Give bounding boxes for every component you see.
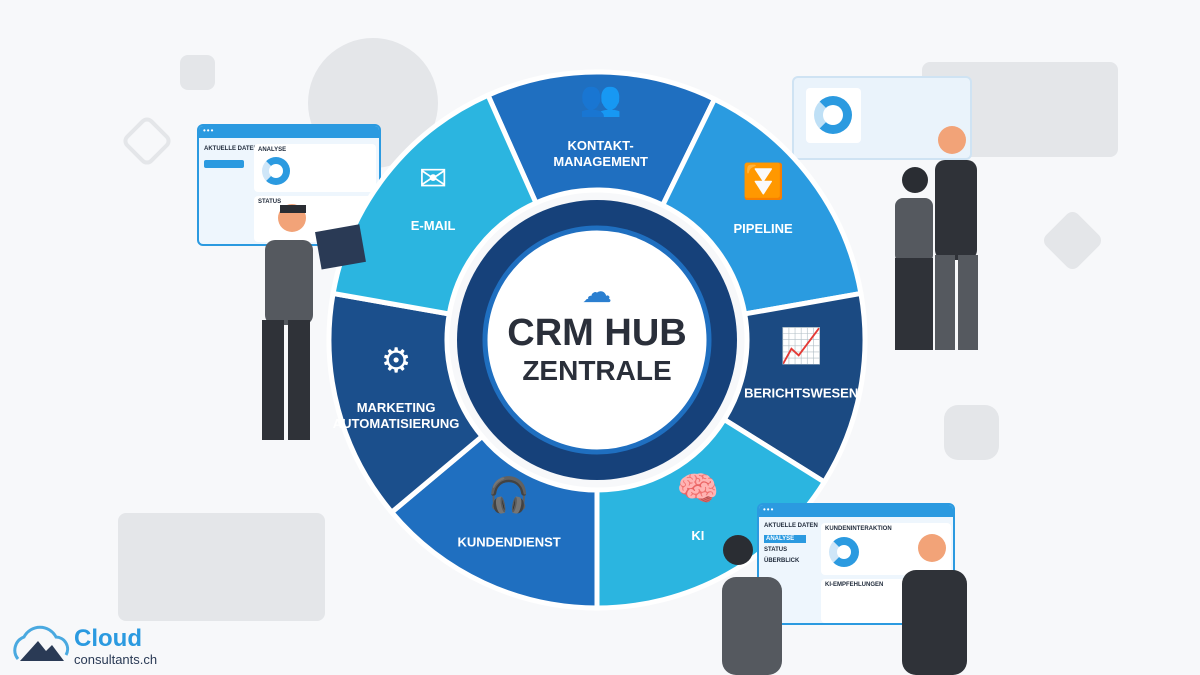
card-title: KUNDENINTERAKTION [825,526,892,532]
logo-domain: consultants.ch [74,652,158,667]
analysis-card: ANALYSE [254,144,376,192]
segment-label: KONTAKT- [568,138,634,153]
envelope-icon: ✉ [419,160,448,198]
sidebar-active-item[interactable] [204,160,244,168]
segment-label: MANAGEMENT [553,154,648,169]
segment-shape [330,91,540,317]
deco-rect [118,513,325,621]
donut-chart [262,157,290,185]
cloud-sync-icon: ☁ [582,276,612,309]
segment-kontakt[interactable]: 👥 KONTAKT-MANAGEMENT [484,69,718,209]
interaction-card: KUNDENINTERAKTION [821,523,951,575]
ai-brain-icon: 🧠 [677,470,719,508]
card-title: KI-EMPFEHLUNGEN [825,582,884,588]
deco-square [944,405,999,460]
segment-label: PIPELINE [733,221,793,236]
segment-label: KI [691,528,704,543]
funnel-icon: ⏬ [742,162,784,201]
donut-chart [814,96,852,134]
segment-shape [484,69,718,209]
growth-chart-icon: 📈 [780,327,822,366]
donut-chart [829,537,859,567]
headset-icon: 🎧 [488,476,530,515]
segment-kundendienst[interactable]: 🎧 KUNDENDIENST [388,432,600,611]
hub-subtitle: ZENTRALE [522,355,671,386]
segment-label: BERICHTSWESEN [744,386,858,401]
segment-label: E-MAIL [411,218,456,233]
deco-square [180,55,215,90]
segment-label: KUNDENDIENST [457,535,560,550]
window-dots: ••• [759,505,953,517]
sidebar-item-status[interactable]: STATUS [764,547,788,553]
segment-pipeline[interactable]: ⏬ PIPELINE [659,95,864,317]
hub-title: CRM HUB [507,312,686,354]
sidebar-title: AKTUELLE DATEN [204,146,258,152]
ai-recommendations-card: KI-EMPFEHLUNGEN [821,579,951,623]
logo-name: Cloud [74,625,142,652]
segment-shape [388,432,600,611]
bottom-right-dashboard-panel: ••• AKTUELLE DATEN ANALYSE STATUS ÜBERBL… [757,503,955,625]
segment-shape [659,95,864,317]
users-icon: 👥 [579,80,621,118]
segment-shape [326,290,486,516]
left-dashboard-panel: ••• AKTUELLE DATEN ANALYSE STATUS [197,124,381,246]
window-dots: ••• [199,126,379,138]
hub-circle[interactable] [482,225,712,455]
cloud-mountain-logo-icon [13,625,70,661]
segment-email[interactable]: ✉ E-MAIL [330,91,540,317]
sidebar-title: AKTUELLE DATEN [764,523,818,529]
sidebar-item-analyse[interactable]: ANALYSE [764,535,807,543]
gear-icon: ⚙ [381,342,411,380]
card-title: ANALYSE [258,147,287,153]
sidebar-item-ueberblick[interactable]: ÜBERBLICK [764,558,800,564]
segment-label: AUTOMATISIERUNG [333,416,460,431]
segment-label: MARKETING [357,400,436,415]
card-title: STATUS [258,199,282,205]
